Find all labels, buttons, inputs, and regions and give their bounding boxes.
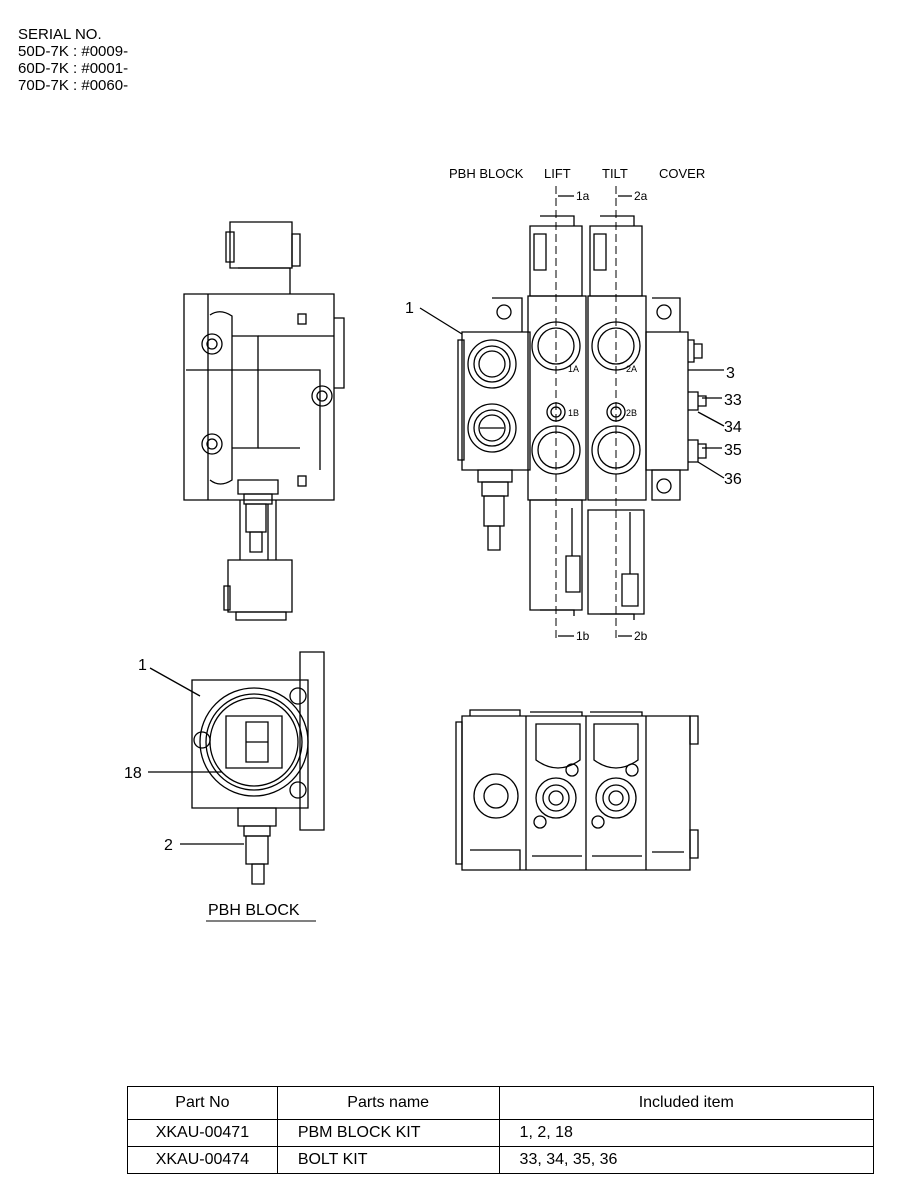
table-row: XKAU-00471 PBM BLOCK KIT 1, 2, 18 <box>127 1119 875 1147</box>
bottom-view-drawing <box>455 709 699 871</box>
cell-part-no: XKAU-00471 <box>127 1119 278 1147</box>
label-lift: LIFT <box>544 166 571 181</box>
label-tilt: TILT <box>602 166 628 181</box>
header-included-item: Included item <box>498 1086 875 1120</box>
cell-part-no: XKAU-00474 <box>127 1146 278 1174</box>
header-part-no: Part No <box>127 1086 278 1120</box>
label-pbh-block: PBH BLOCK <box>449 166 524 181</box>
serial-line-50d: 50D-7K : #0009- <box>18 43 129 60</box>
section-mark-2a: 2a <box>634 189 648 203</box>
callout-1-main: 1 <box>405 300 414 317</box>
callout-34: 34 <box>724 419 742 436</box>
pbh-block-caption: PBH BLOCK <box>208 902 300 919</box>
port-label-1a: 1A <box>568 364 579 374</box>
callout-3: 3 <box>726 365 735 382</box>
port-label-2b: 2B <box>626 408 637 418</box>
cell-parts-name: BOLT KIT <box>276 1146 500 1174</box>
label-cover: COVER <box>659 166 705 181</box>
serial-line-60d: 60D-7K : #0001- <box>18 60 129 77</box>
callout-36: 36 <box>724 471 742 488</box>
section-mark-2b: 2b <box>634 629 648 643</box>
table-header-row: Part No Parts name Included item <box>127 1086 875 1120</box>
callout-35: 35 <box>724 442 742 459</box>
callout-2: 2 <box>164 837 173 854</box>
parts-diagram: PBH BLOCK LIFT TILT COVER 1a 2a 1b 2b 1A… <box>124 166 742 922</box>
side-view-drawing <box>183 221 345 621</box>
port-label-2a: 2A <box>626 364 637 374</box>
section-mark-1a: 1a <box>576 189 590 203</box>
section-mark-1b: 1b <box>576 629 590 643</box>
pbh-block-drawing <box>148 651 325 922</box>
front-view-drawing <box>419 186 725 642</box>
parts-table: Part No Parts name Included item XKAU-00… <box>127 1086 875 1174</box>
callout-33: 33 <box>724 392 742 409</box>
cell-included-item: 1, 2, 18 <box>498 1119 875 1147</box>
callout-1-pbh: 1 <box>138 657 147 674</box>
serial-line-70d: 70D-7K : #0060- <box>18 77 129 94</box>
callout-18: 18 <box>124 765 142 782</box>
cell-parts-name: PBM BLOCK KIT <box>276 1119 500 1147</box>
serial-heading: SERIAL NO. <box>18 26 102 43</box>
cell-included-item: 33, 34, 35, 36 <box>498 1146 875 1174</box>
port-label-1b: 1B <box>568 408 579 418</box>
table-row: XKAU-00474 BOLT KIT 33, 34, 35, 36 <box>127 1146 875 1174</box>
serial-number-block: SERIAL NO. 50D-7K : #0009- 60D-7K : #000… <box>18 26 128 94</box>
header-parts-name: Parts name <box>276 1086 500 1120</box>
